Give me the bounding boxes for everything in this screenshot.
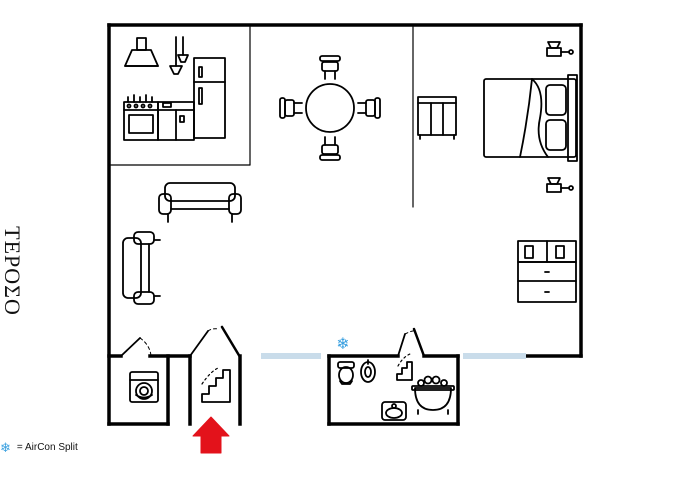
- snowflake-icon: ❄: [0, 440, 11, 455]
- sink-icon: [381, 401, 407, 421]
- bathtub-icon: [411, 375, 455, 415]
- chair-icon: [357, 97, 381, 119]
- chair-icon: [279, 97, 303, 119]
- pendant-lamp-icon: [169, 36, 189, 75]
- sofa-icon: [122, 231, 161, 305]
- wardrobe-icon: [517, 240, 577, 303]
- laundry-door: [120, 337, 152, 357]
- chair-icon: [319, 136, 341, 161]
- stairs-icon: [396, 353, 413, 381]
- side-label: ΤΕΡΟΣΟ: [0, 226, 25, 316]
- entrance-door: [189, 325, 242, 359]
- entrance-arrow-icon: [192, 416, 230, 454]
- outer-walls: [107, 23, 583, 426]
- nightstand-lamp-icon: [546, 177, 574, 193]
- chair-icon: [319, 55, 341, 80]
- refrigerator-icon: [193, 57, 226, 139]
- counter-icon: [157, 101, 195, 141]
- stove-icon: [123, 94, 159, 141]
- stairs-icon: [201, 367, 231, 403]
- toilet-icon: [337, 361, 355, 385]
- bidet-icon: [360, 359, 376, 383]
- nightstand-lamp-icon: [546, 41, 574, 57]
- bathroom-door: [397, 327, 426, 358]
- interior-walls: [110, 26, 414, 208]
- dining-table-icon: [305, 83, 355, 133]
- legend-label: = AirCon Split: [16, 442, 78, 453]
- aircon-snowflake-icon: ❄: [336, 334, 349, 353]
- doors: [120, 325, 426, 359]
- dresser-icon: [417, 96, 457, 140]
- legend: ❄ = AirCon Split: [0, 441, 78, 454]
- washing-machine-icon: [129, 371, 159, 403]
- sofa-icon: [158, 182, 242, 223]
- range-hood-icon: [124, 37, 159, 67]
- double-bed-icon: [483, 74, 578, 162]
